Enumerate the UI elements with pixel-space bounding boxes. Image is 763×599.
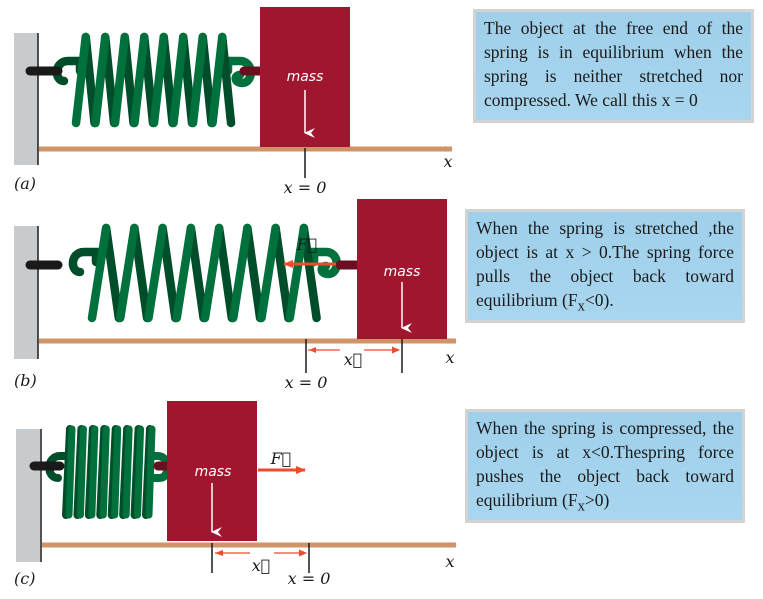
spring-coil-front [169,32,188,128]
spring-coil-front [229,223,252,323]
mass-label: mass [287,69,324,85]
spring-coil-front [110,32,129,128]
info-text: When the spring is compressed, the objec… [476,418,734,510]
origin-label: x = 0 [284,178,327,197]
axis-label: x [445,348,454,367]
spring-coil-front [257,223,280,323]
displacement-arrow-tail [215,550,223,556]
panel-b: F⃖ mass x⃗ x = 0 x (b) [14,199,457,392]
panel-label: (b) [14,371,37,390]
spring-coil-front [188,32,207,128]
spring-coil-front [200,223,224,323]
spring-coil-front [111,425,122,519]
wall [14,226,38,359]
displacement-label-bg [250,548,274,558]
mass-label: mass [384,264,421,280]
spring-end-loop [223,56,255,88]
spring-coil-front [130,32,149,128]
spring-coil-back [243,223,265,323]
force-label: F⃗ [270,449,292,468]
info-text: When the spring is stretched ,the object… [476,218,734,310]
info-subscript: x [577,498,585,515]
spring-coil-front [208,32,227,128]
panel-a: mass x = 0 x (a) [14,7,453,197]
info-text-end: >0) [584,490,610,510]
spring-coil-front [91,32,110,128]
origin-label: x = 0 [288,569,331,588]
displacement-arrow-tail [309,347,316,353]
spring-coil-front [145,425,156,519]
spring-coil-front [122,425,133,519]
spring-coil-front [285,223,309,323]
panel-label: (a) [14,174,36,193]
axis-label: x [445,552,454,571]
spring-coil-front [71,32,90,128]
spring-coil-back [186,223,208,323]
spring-coil-front [76,425,87,519]
spring [45,425,172,519]
spring-coil-back [299,223,321,323]
spring-coil-back [158,223,180,323]
spring-coil-back [130,223,152,323]
spring-end-loop [309,247,341,279]
spring-coil-front [134,425,145,519]
axis-label: x [443,152,452,171]
spring [68,223,341,323]
spring-coil-back [101,223,124,323]
spring-coil-front [88,425,99,519]
spring-coil-front [172,223,196,323]
spring [52,32,255,128]
info-subscript: x [577,298,585,315]
panel-c: mass F⃗ x⃖ x = 0 x (c) [14,401,457,588]
spring-coil-front [144,223,167,323]
mass-label: mass [195,464,232,480]
info-box-compressed: When the spring is compressed, the objec… [465,409,745,523]
spring-coil-back [271,223,293,323]
panel-label: (c) [14,569,35,588]
spring-coil-front [116,223,139,323]
displacement-label: x⃗ [344,350,363,369]
wall [14,33,38,165]
info-text: The object at the free end of the spring… [484,18,743,110]
info-box-stretched: When the spring is stretched ,the object… [465,209,745,323]
displacement-label: x⃖ [252,556,271,575]
info-box-equilibrium: The object at the free end of the spring… [473,9,754,123]
displacement-label-bg [340,345,364,355]
wall [16,429,40,562]
spring-coil-front [99,425,110,519]
force-label: F⃖ [296,235,318,254]
spring-coil-back [214,223,237,323]
spring-end-loop [68,247,101,277]
spring-coil-front [149,32,168,128]
origin-label: x = 0 [285,373,328,392]
spring-coil-front [87,223,111,323]
spring-coil-front [65,425,76,519]
info-text-end: <0). [584,290,614,310]
